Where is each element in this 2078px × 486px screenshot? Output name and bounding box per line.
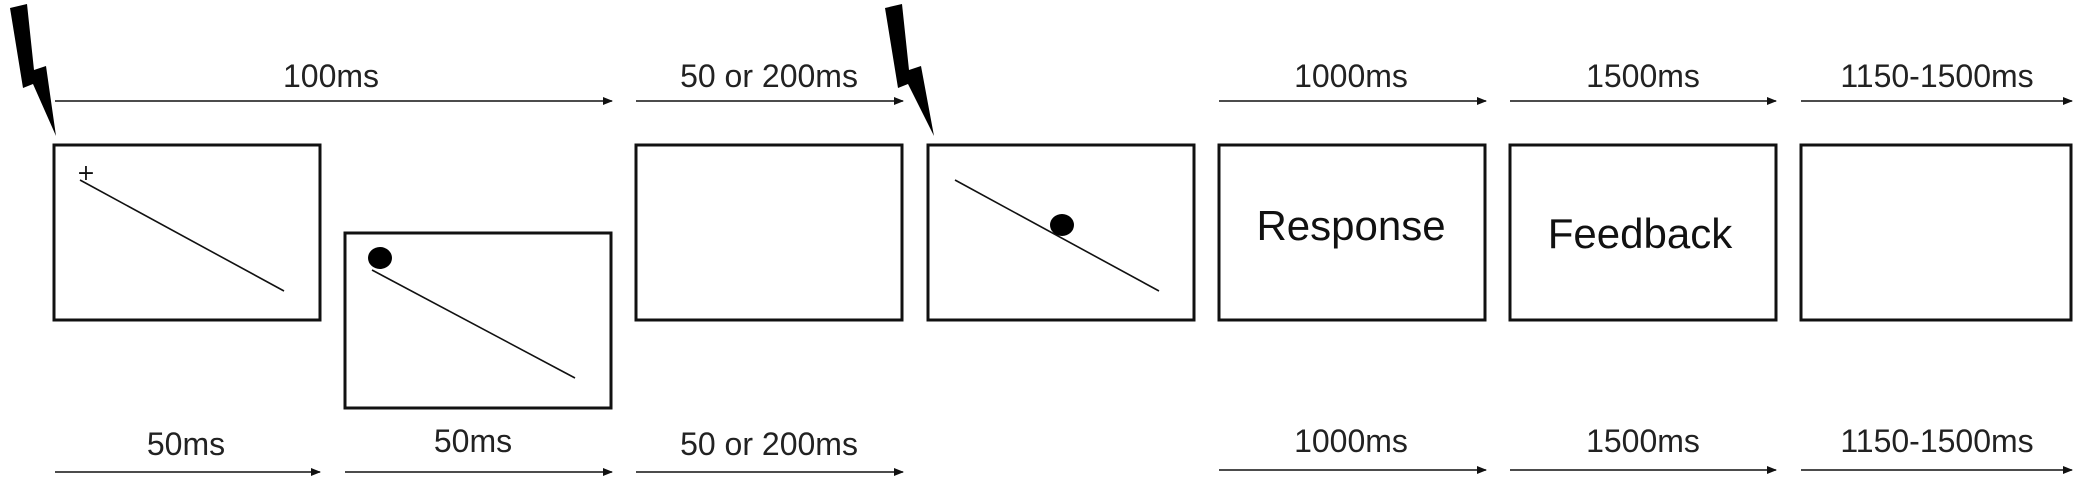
bottom-timing-label-5: 1500ms xyxy=(1586,423,1700,459)
top-timing-label-5: 1150-1500ms xyxy=(1840,58,2033,94)
bottom-timing-label-6: 1150-1500ms xyxy=(1840,423,2033,459)
screen-response xyxy=(1217,143,1487,322)
top-timing-label-4: 1500ms xyxy=(1586,58,1700,94)
lightning-bolt-icon xyxy=(10,4,56,136)
bottom-timing-label-2: 50ms xyxy=(434,423,512,459)
bottom-timing-label-3: 50 or 200ms xyxy=(680,426,858,462)
response-text: Response xyxy=(1256,202,1445,249)
screen-fixation xyxy=(52,143,322,322)
top-timing-label-1: 100ms xyxy=(283,58,379,94)
screen-inter-trial xyxy=(1799,143,2073,322)
feedback-text: Feedback xyxy=(1548,210,1733,257)
fixation-cross: + xyxy=(77,161,95,186)
stimulus-line xyxy=(371,269,576,379)
stimulus-line xyxy=(79,179,285,292)
stimulus-dot xyxy=(1050,214,1074,236)
lightning-bolt-icon xyxy=(885,4,934,136)
screen-feedback xyxy=(1508,143,1778,322)
stimulus-line xyxy=(954,179,1160,292)
stimulus-dot xyxy=(368,247,392,269)
top-timing-label-2: 50 or 200ms xyxy=(680,58,858,94)
screen-blank-interval xyxy=(634,143,904,322)
top-timing-label-3: 1000ms xyxy=(1294,58,1408,94)
bottom-timing-label-1: 50ms xyxy=(147,426,225,462)
bottom-timing-label-4: 1000ms xyxy=(1294,423,1408,459)
screen-dot-start xyxy=(343,231,613,410)
